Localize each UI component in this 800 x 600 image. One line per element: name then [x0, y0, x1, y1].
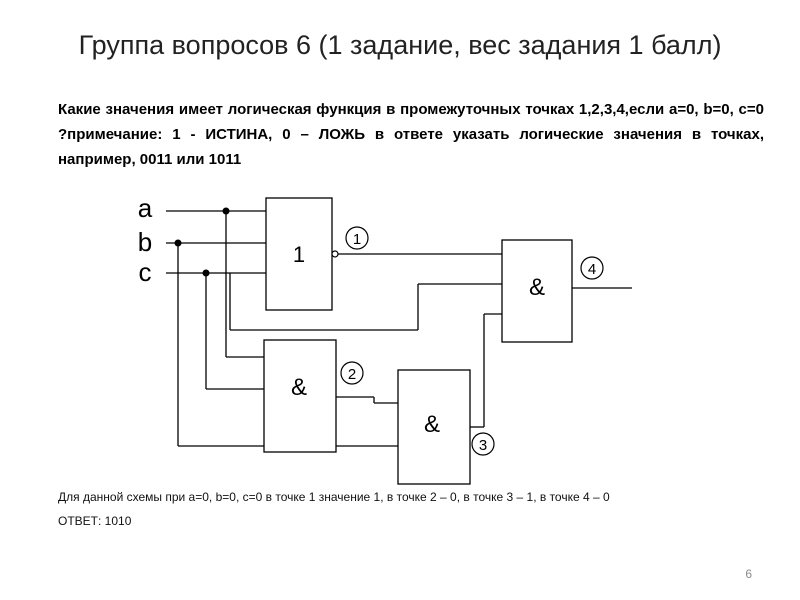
- or-gate-label: 1: [293, 242, 305, 267]
- point-2-label: 2: [348, 366, 356, 383]
- input-c-label: c: [139, 257, 152, 287]
- input-a-label: a: [138, 193, 153, 223]
- question-text: Какие значения имеет логическая функция …: [58, 101, 764, 168]
- input-b-label: b: [138, 227, 152, 257]
- and-gate-2-label: &: [291, 374, 307, 401]
- and-gate-3: [397, 369, 471, 485]
- junction-dots: [174, 207, 230, 277]
- and-gate-3-label: &: [424, 411, 440, 438]
- point-3-label: 3: [479, 437, 487, 454]
- inversion-circle: [331, 250, 339, 258]
- point-1-label: 1: [353, 231, 361, 248]
- page-number: 6: [745, 567, 752, 581]
- or-gate: [265, 197, 333, 311]
- and-gate-4-label: &: [529, 274, 545, 301]
- point-circles: [340, 226, 604, 456]
- point-4-label: 4: [588, 261, 596, 278]
- explanation-note: Для данной схемы при a=0, b=0, c=0 в точ…: [58, 490, 610, 504]
- and-gate-2: [263, 339, 337, 453]
- answer-text: ОТВЕТ: 1010: [58, 514, 132, 528]
- and-gate-4: [501, 239, 573, 343]
- slide-title: Группа вопросов 6 (1 задание, вес задани…: [78, 30, 722, 60]
